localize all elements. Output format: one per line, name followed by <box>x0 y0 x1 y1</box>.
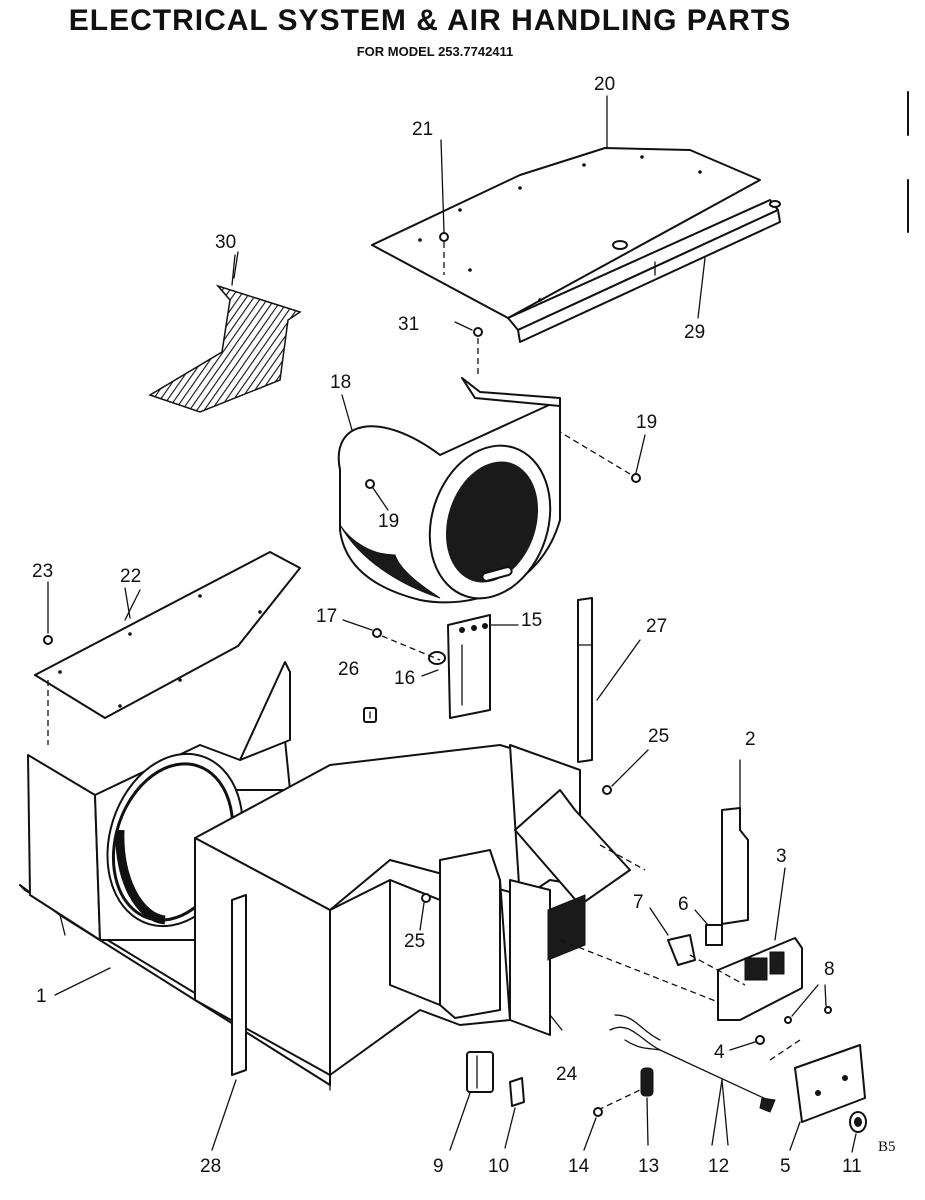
wire-harness-12 <box>609 1014 776 1146</box>
bracket-30 <box>148 254 302 413</box>
screw-17 <box>342 619 441 661</box>
clip-26 <box>363 707 377 723</box>
callout-20: 20 <box>594 74 615 95</box>
capacitor-16 <box>421 651 446 677</box>
main-cabinet <box>19 661 719 1091</box>
screw-23 <box>43 581 53 745</box>
callout-2: 2 <box>745 729 756 750</box>
screw-25-lower <box>419 893 431 931</box>
callout-25b: 25 <box>404 931 425 952</box>
callout-9: 9 <box>433 1156 444 1177</box>
callout-29: 29 <box>684 322 705 343</box>
strip-27 <box>577 597 641 763</box>
screw-21 <box>439 139 449 275</box>
bracket-15 <box>447 614 519 719</box>
callout-5: 5 <box>780 1156 791 1177</box>
callout-27: 27 <box>646 616 667 637</box>
switch-6 <box>694 909 723 946</box>
screw-31 <box>454 321 483 375</box>
callout-18: 18 <box>330 372 351 393</box>
callout-19a: 19 <box>378 511 399 532</box>
callout-10: 10 <box>488 1156 509 1177</box>
screw-19 <box>365 431 646 511</box>
page-title: ELECTRICAL SYSTEM & AIR HANDLING PARTS <box>68 4 792 37</box>
plate-5 <box>769 1039 866 1151</box>
screw-14 <box>583 1107 603 1151</box>
clip-9 <box>449 1051 494 1151</box>
callout-8: 8 <box>824 959 835 980</box>
callout-19b: 19 <box>636 412 657 433</box>
callout-12: 12 <box>708 1156 729 1177</box>
callout-11: 11 <box>842 1156 862 1177</box>
callout-31: 31 <box>398 314 419 335</box>
callout-4: 4 <box>714 1042 725 1063</box>
control-bracket-3 <box>717 867 803 1021</box>
strip-28 <box>211 894 247 1151</box>
callout-25a: 25 <box>648 726 669 747</box>
callout-14: 14 <box>568 1156 590 1177</box>
cover-plate-2 <box>721 759 749 925</box>
switch-7 <box>649 907 746 986</box>
callout-7: 7 <box>633 892 644 913</box>
model-subtitle: FOR MODEL 253.7742411 <box>356 44 514 59</box>
callout-1: 1 <box>36 986 47 1007</box>
screw-4 <box>729 1035 765 1051</box>
callout-17: 17 <box>316 606 337 627</box>
callout-15: 15 <box>521 610 542 631</box>
knob-11 <box>849 1111 867 1153</box>
callout-24: 24 <box>556 1064 578 1085</box>
callout-26: 26 <box>338 659 359 680</box>
callout-22: 22 <box>120 566 141 587</box>
callout-30: 30 <box>215 232 236 253</box>
screw-25-upper <box>602 749 649 795</box>
callout-3: 3 <box>776 846 787 867</box>
support-rail <box>507 199 781 343</box>
callout-6: 6 <box>678 894 689 915</box>
callout-13: 13 <box>638 1156 659 1177</box>
screw-8 <box>784 984 832 1024</box>
callout-21: 21 <box>412 119 433 140</box>
corner-code: B5 <box>878 1139 896 1155</box>
clip-10 <box>504 1077 525 1149</box>
callout-16: 16 <box>394 668 415 689</box>
cover-panel-22 <box>34 551 301 719</box>
callout-23: 23 <box>32 561 53 582</box>
grommet-13 <box>597 1067 654 1146</box>
callout-28: 28 <box>200 1156 221 1177</box>
blower-housing <box>337 377 561 604</box>
